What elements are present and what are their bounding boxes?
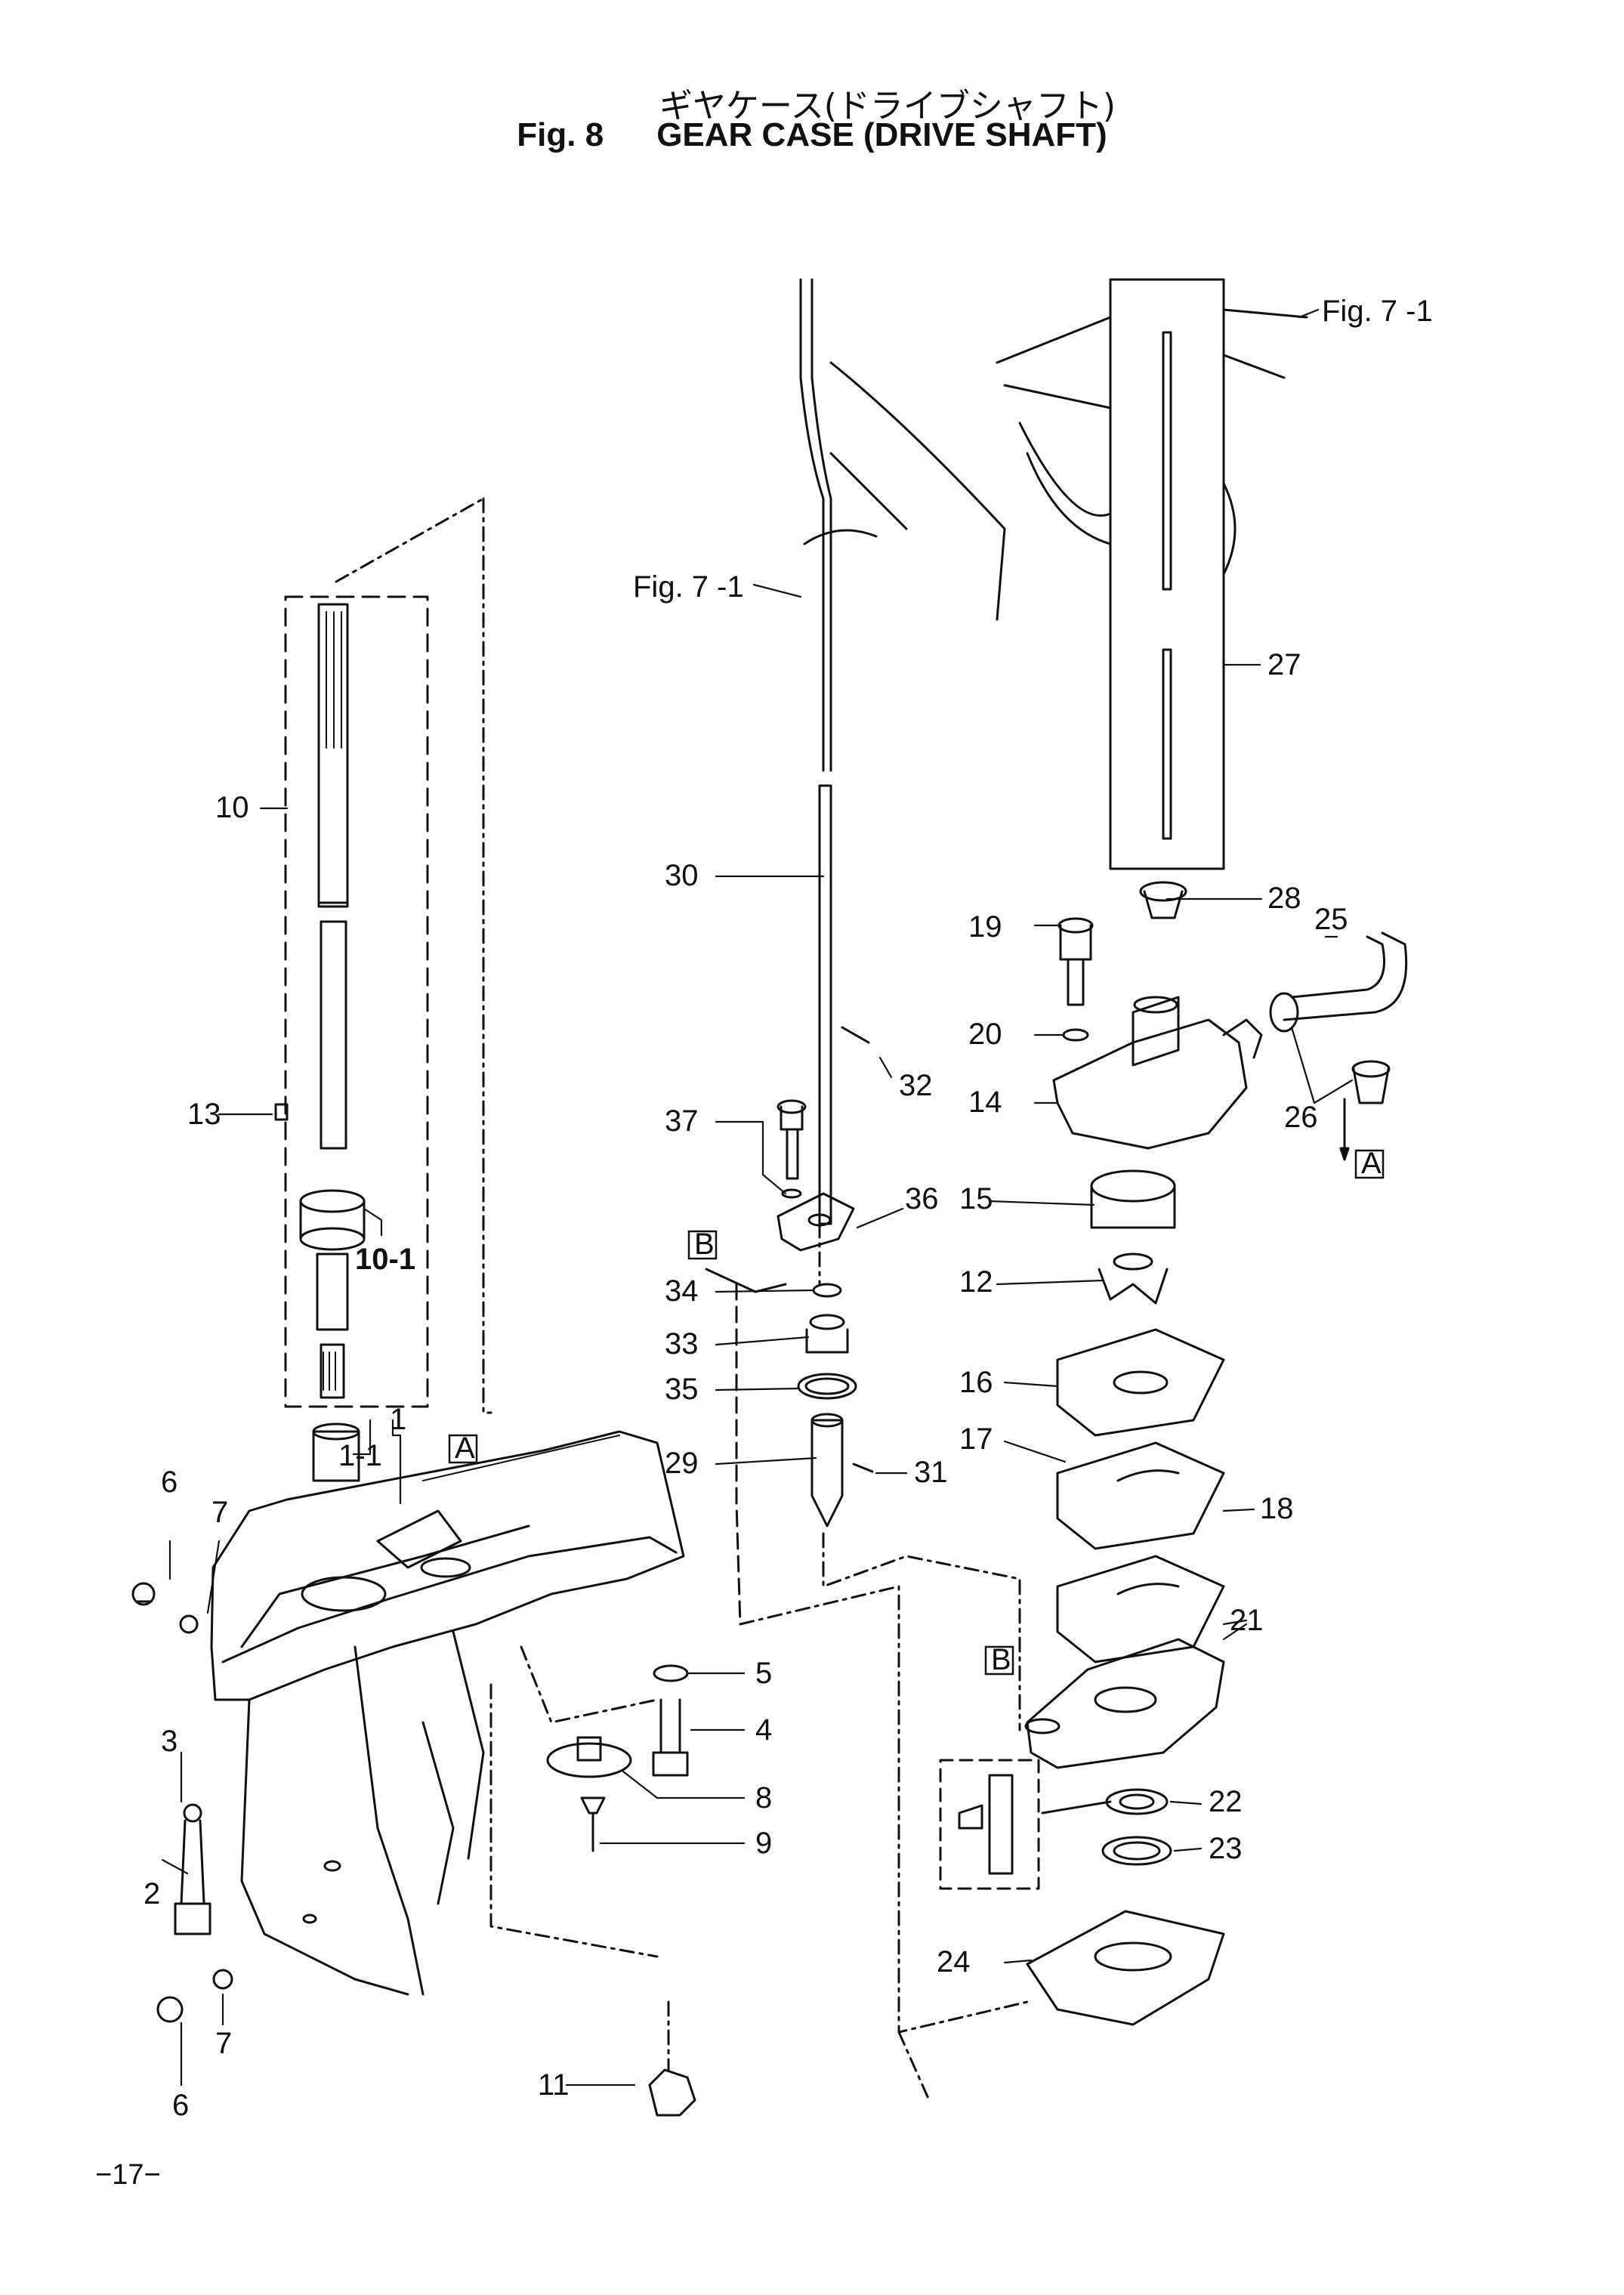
callout-15: 15 bbox=[959, 1182, 993, 1215]
title-english: Fig. 8 GEAR CASE (DRIVE SHAFT) bbox=[0, 116, 1624, 154]
upper-tube bbox=[799, 278, 1006, 1225]
callout-30: 30 bbox=[665, 859, 699, 892]
water-pump-stack bbox=[939, 881, 1408, 2026]
callout-3: 3 bbox=[161, 1725, 178, 1758]
fig-ref-top: Fig. 7 -1 bbox=[1322, 295, 1433, 328]
callout-29: 29 bbox=[665, 1447, 699, 1480]
callout-28: 28 bbox=[1267, 882, 1301, 915]
ref-label-b-top: B bbox=[694, 1228, 715, 1261]
callout-7-top: 7 bbox=[211, 1496, 228, 1529]
callout-18: 18 bbox=[1260, 1492, 1294, 1525]
water-tube-box bbox=[996, 278, 1308, 870]
callout-6-bottom: 6 bbox=[172, 2089, 189, 2122]
fig-ref-mid: Fig. 7 -1 bbox=[633, 570, 744, 604]
figure-label: Fig. 8 bbox=[517, 116, 604, 153]
callout-12: 12 bbox=[959, 1265, 993, 1299]
callout-4: 4 bbox=[755, 1713, 772, 1747]
callout-14: 14 bbox=[968, 1086, 1002, 1119]
callout-10-1: 10-1 bbox=[355, 1243, 415, 1276]
ref-box-b-bottom bbox=[984, 1645, 1014, 1676]
callout-1: 1 bbox=[390, 1403, 406, 1436]
tube-parts-group bbox=[489, 1098, 1350, 2102]
callout-13: 13 bbox=[187, 1098, 221, 1131]
callout-9: 9 bbox=[755, 1827, 772, 1860]
callout-21: 21 bbox=[1230, 1604, 1264, 1637]
ref-label-a-top: A bbox=[1361, 1147, 1382, 1180]
callout-33: 33 bbox=[665, 1327, 699, 1361]
callout-7-bottom: 7 bbox=[215, 2027, 232, 2060]
callout-36: 36 bbox=[905, 1182, 939, 1215]
gear-case-housing bbox=[131, 1422, 685, 2023]
callout-25: 25 bbox=[1314, 903, 1348, 936]
callout-31: 31 bbox=[914, 1456, 948, 1489]
callout-2: 2 bbox=[144, 1877, 160, 1910]
drive-shaft-group bbox=[274, 497, 492, 1414]
leader-lines bbox=[161, 308, 1354, 2087]
callout-26: 26 bbox=[1284, 1101, 1318, 1134]
figure-title: GEAR CASE (DRIVE SHAFT) bbox=[656, 116, 1107, 153]
callout-1-1: 1-1 bbox=[338, 1439, 382, 1472]
callout-27: 27 bbox=[1267, 648, 1301, 681]
ref-label-a-bottom: A bbox=[455, 1432, 475, 1465]
ref-box-a-bottom bbox=[448, 1434, 478, 1464]
callout-32: 32 bbox=[899, 1069, 933, 1102]
callout-19: 19 bbox=[968, 910, 1002, 944]
ref-box-a-top bbox=[1354, 1149, 1385, 1179]
ref-label-b-bottom: B bbox=[991, 1643, 1011, 1676]
page-number: −17− bbox=[95, 2159, 161, 2191]
callout-22: 22 bbox=[1209, 1785, 1243, 1818]
callout-16: 16 bbox=[959, 1366, 993, 1399]
callout-8: 8 bbox=[755, 1781, 772, 1815]
callout-37: 37 bbox=[665, 1104, 699, 1138]
callout-34: 34 bbox=[665, 1274, 699, 1308]
callout-11: 11 bbox=[538, 2068, 570, 2102]
callout-6-top: 6 bbox=[161, 1466, 178, 1499]
title-japanese: ギヤケース(ドライブシャフト) bbox=[659, 87, 1116, 125]
ref-box-b-top bbox=[687, 1230, 718, 1260]
small-parts-group bbox=[546, 1664, 696, 2117]
callout-5: 5 bbox=[755, 1657, 772, 1690]
callout-24: 24 bbox=[937, 1945, 971, 1978]
callout-10: 10 bbox=[215, 791, 249, 824]
callout-23: 23 bbox=[1209, 1832, 1243, 1865]
callout-17: 17 bbox=[959, 1422, 993, 1456]
callout-20: 20 bbox=[968, 1018, 1002, 1051]
callout-35: 35 bbox=[665, 1373, 699, 1406]
